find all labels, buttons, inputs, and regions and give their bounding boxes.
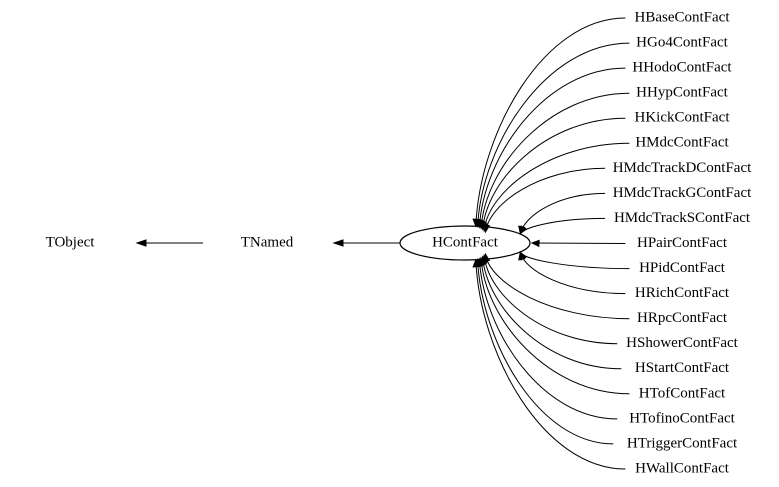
edge-hrichcontfact	[519, 252, 626, 295]
edge-htriggercontfact	[477, 259, 614, 445]
edge-hbasecontfact	[475, 17, 626, 227]
edge-hmdccontfact	[483, 142, 630, 231]
node-hrichcontfact: HRichContFact	[635, 285, 730, 301]
node-hgo4contfact: HGo4ContFact	[636, 34, 728, 50]
node-htofcontfact: HTofContFact	[639, 385, 726, 401]
child-labels: HBaseContFactHGo4ContFactHHodoContFactHH…	[613, 9, 752, 476]
arrowhead-hrichcontfact	[518, 251, 526, 261]
node-hstartcontfact: HStartContFact	[635, 360, 730, 376]
node-tnamed: TNamed	[241, 234, 294, 250]
node-hcontfact: HContFact	[399, 225, 531, 261]
node-hhodocontfact: HHodoContFact	[632, 60, 732, 76]
node-hhypcontfact: HHypContFact	[636, 85, 728, 101]
edge-hshowercontfact	[483, 255, 618, 345]
arrowhead-hpaircontfact	[530, 239, 540, 248]
edge-hkickcontfact	[482, 117, 626, 230]
edge-hmdctrackscontfact	[519, 217, 606, 235]
edge-hpaircontfact	[531, 242, 626, 244]
node-hpaircontfact: HPairContFact	[637, 235, 728, 251]
node-hmdctrackscontfact: HMdcTrackSContFact	[614, 210, 751, 226]
edge-hmdctrackdcontfact	[484, 167, 606, 233]
edge-hstartcontfact	[482, 256, 622, 370]
arrowhead-hmdctrackscontfact	[519, 225, 528, 235]
edge-hgo4contfact	[477, 42, 630, 227]
node-hmdctrackdcontfact: HMdcTrackDContFact	[613, 160, 752, 176]
edge-htofinocontfact	[478, 258, 618, 420]
arrowhead-tobject	[135, 239, 147, 247]
node-htriggercontfact: HTriggerContFact	[627, 435, 738, 451]
node-hwallcontfact: HWallContFact	[635, 460, 730, 476]
edge-hwallcontfact	[475, 259, 626, 470]
child-edges	[472, 17, 630, 470]
node-hcontfact-ellipse	[399, 225, 531, 261]
edge-hhypcontfact	[480, 92, 630, 229]
node-hbasecontfact: HBaseContFact	[635, 9, 731, 25]
edge-htofcontfact	[480, 257, 630, 395]
edge-hrpccontfact	[484, 253, 630, 320]
arrowhead-tnamed	[332, 239, 344, 247]
edge-hpidcontfact	[519, 251, 630, 270]
arrowhead-hmdctrackdcontfact	[482, 224, 491, 234]
node-tobject: TObject	[46, 234, 96, 250]
node-htofinocontfact: HTofinoContFact	[629, 410, 735, 426]
node-hmdccontfact: HMdcContFact	[635, 135, 729, 151]
node-hkickcontfact: HKickContFact	[635, 110, 731, 126]
node-hcontfact-label: HContFact	[432, 234, 499, 250]
node-hshowercontfact: HShowerContFact	[626, 335, 738, 351]
node-hrpccontfact: HRpcContFact	[637, 310, 728, 326]
arrowhead-hwallcontfact	[472, 258, 480, 268]
node-hpidcontfact: HPidContFact	[639, 260, 726, 276]
edge-hmdctrackgcontfact	[519, 192, 606, 234]
node-hmdctrackgcontfact: HMdcTrackGContFact	[613, 185, 752, 201]
edge-hhodocontfact	[478, 67, 626, 228]
